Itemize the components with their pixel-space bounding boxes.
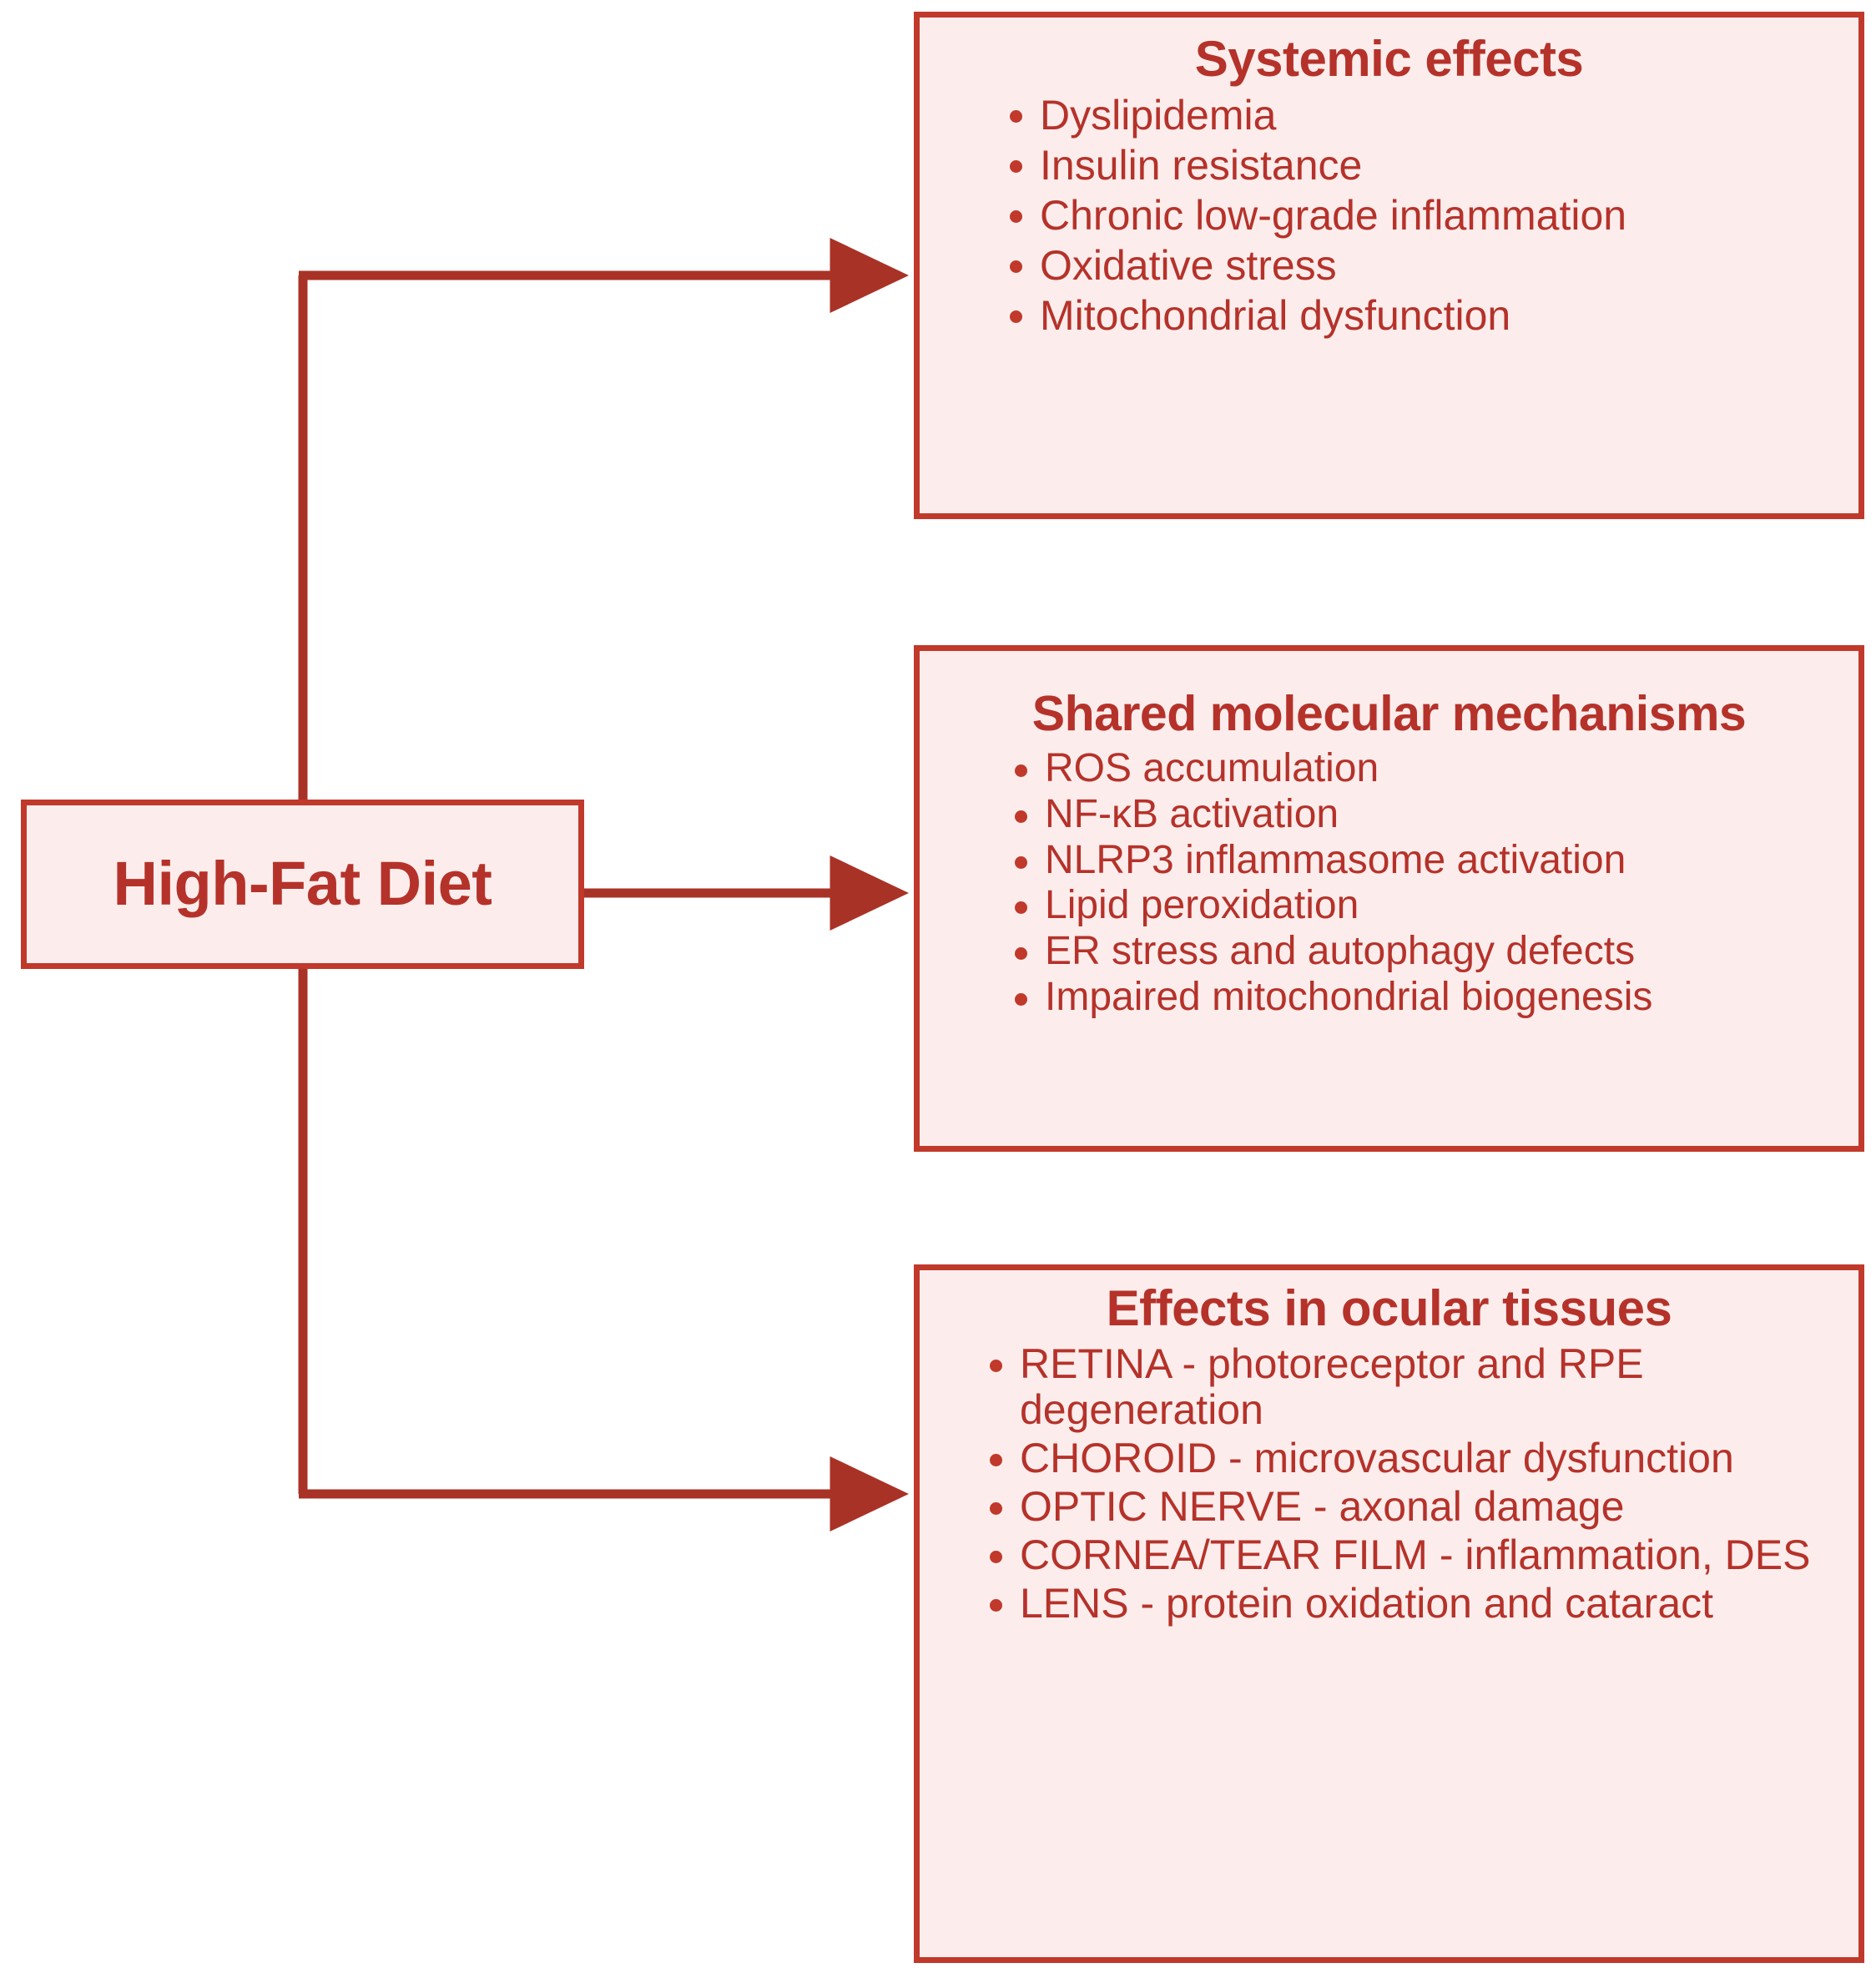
effects-in-ocular-tissues-list: RETINA - photoreceptor and RPE degenerat… bbox=[976, 1341, 1837, 1627]
node-high-fat-diet[interactable]: High-Fat Diet bbox=[21, 800, 584, 969]
list-item: ROS accumulation bbox=[1001, 746, 1837, 791]
list-item: ER stress and autophagy defects bbox=[1001, 929, 1837, 974]
list-item: Mitochondrial dysfunction bbox=[996, 292, 1837, 339]
list-item: CORNEA/TEAR FILM - inflammation, DES bbox=[976, 1532, 1837, 1578]
list-item: RETINA - photoreceptor and RPE degenerat… bbox=[976, 1341, 1837, 1433]
node-effects-in-ocular-tissues[interactable]: Effects in ocular tissues RETINA - photo… bbox=[914, 1264, 1864, 1963]
node-systemic-effects[interactable]: Systemic effects Dyslipidemia Insulin re… bbox=[914, 12, 1864, 519]
shared-molecular-mechanisms-list: ROS accumulation NF-κB activation NLRP3 … bbox=[1001, 746, 1837, 1020]
effects-in-ocular-tissues-title: Effects in ocular tissues bbox=[1106, 1280, 1672, 1336]
list-item: Chronic low-grade inflammation bbox=[996, 192, 1837, 239]
list-item: Lipid peroxidation bbox=[1001, 883, 1837, 928]
node-high-fat-diet-label: High-Fat Diet bbox=[113, 849, 492, 919]
list-item: CHOROID - microvascular dysfunction bbox=[976, 1436, 1837, 1481]
node-shared-molecular-mechanisms[interactable]: Shared molecular mechanisms ROS accumula… bbox=[914, 645, 1864, 1152]
effects-in-ocular-tissues-content: Effects in ocular tissues RETINA - photo… bbox=[920, 1280, 1858, 1629]
list-item: OPTIC NERVE - axonal damage bbox=[976, 1484, 1837, 1530]
list-item: Insulin resistance bbox=[996, 142, 1837, 189]
list-item: Oxidative stress bbox=[996, 242, 1837, 289]
shared-molecular-mechanisms-title: Shared molecular mechanisms bbox=[1031, 686, 1747, 741]
shared-molecular-mechanisms-content: Shared molecular mechanisms ROS accumula… bbox=[920, 686, 1858, 1021]
list-item: NLRP3 inflammasome activation bbox=[1001, 838, 1837, 883]
list-item: LENS - protein oxidation and cataract bbox=[976, 1581, 1837, 1627]
systemic-effects-title: Systemic effects bbox=[1194, 31, 1584, 87]
list-item: Impaired mitochondrial biogenesis bbox=[1001, 975, 1837, 1020]
list-item: NF-κB activation bbox=[1001, 792, 1837, 837]
systemic-effects-list: Dyslipidemia Insulin resistance Chronic … bbox=[996, 92, 1837, 339]
list-item: Dyslipidemia bbox=[996, 92, 1837, 139]
systemic-effects-content: Systemic effects Dyslipidemia Insulin re… bbox=[920, 31, 1858, 342]
